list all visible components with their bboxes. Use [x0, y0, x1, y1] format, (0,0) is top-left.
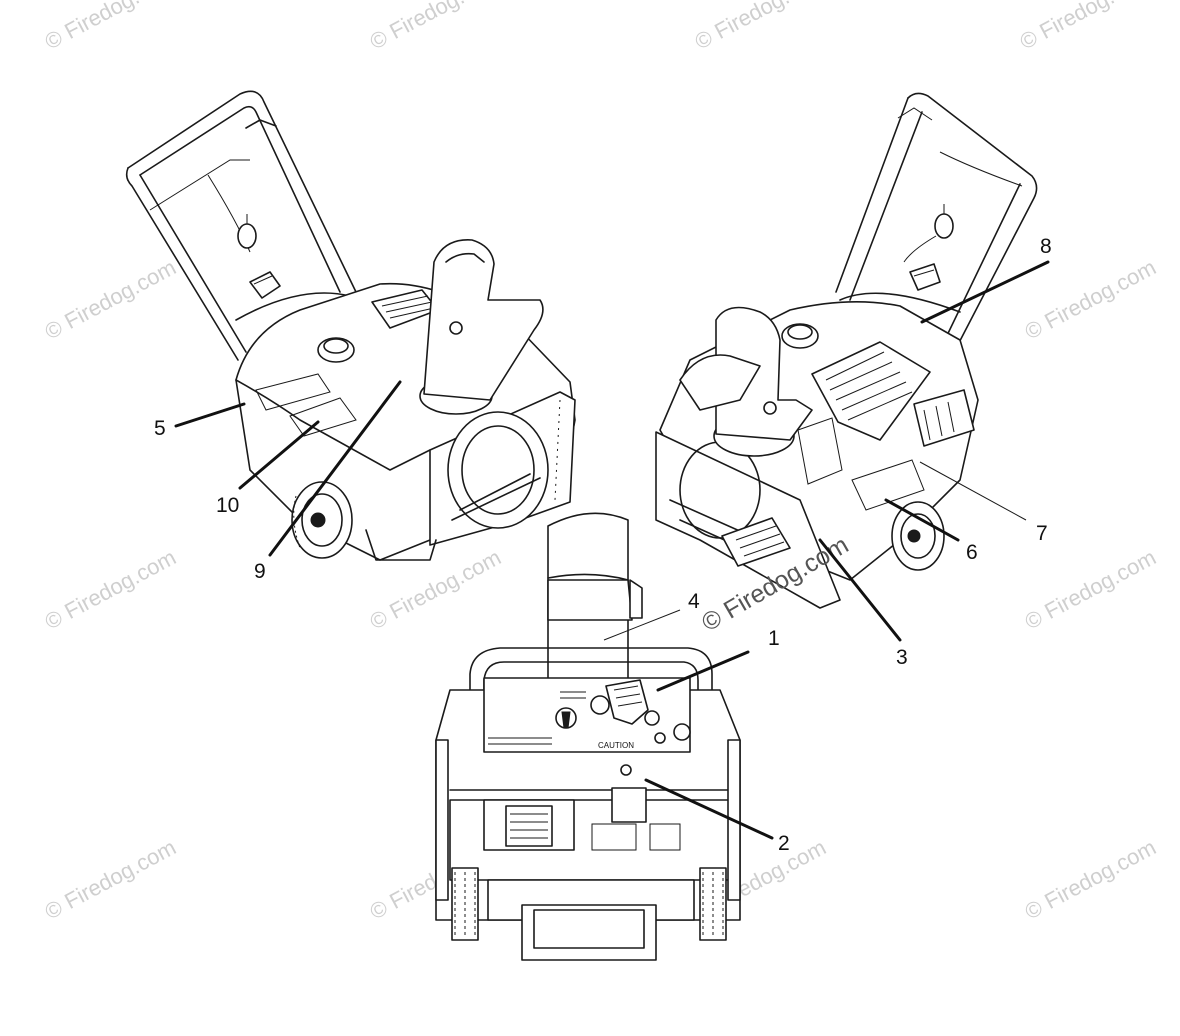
watermark: © Firedog.com	[691, 0, 830, 54]
watermark: © Firedog.com	[41, 254, 180, 344]
snowblower-left-view	[125, 90, 576, 561]
callout-2: 2	[778, 832, 790, 855]
callout-10: 10	[216, 494, 239, 517]
leader-6	[884, 498, 960, 542]
leader-1	[656, 650, 750, 692]
snowblower-right-view	[655, 92, 1038, 609]
callout-6: 6	[966, 541, 978, 564]
callout-labels: 1 2 3 4 5 6 7 8 9 10	[154, 235, 1052, 855]
callout-5: 5	[154, 417, 166, 440]
leader-9	[268, 380, 402, 557]
leader-8	[920, 260, 1050, 324]
watermark: © Firedog.com	[41, 834, 180, 924]
watermark: © Firedog.com	[1021, 834, 1160, 924]
callout-8: 8	[1040, 235, 1052, 258]
leader-7	[919, 461, 1027, 521]
watermark: © Firedog.com	[366, 0, 505, 54]
callout-1: 1	[768, 627, 780, 650]
watermark: © Firedog.com	[41, 0, 180, 54]
leader-4	[603, 609, 681, 641]
callout-4: 4	[688, 590, 700, 613]
callout-9: 9	[254, 560, 266, 583]
leader-10	[238, 420, 320, 490]
leader-lines	[174, 260, 1050, 840]
callout-7: 7	[1036, 522, 1048, 545]
caution-label: CAUTION	[598, 741, 634, 750]
watermark: © Firedog.com	[1016, 0, 1155, 54]
watermark: © Firedog.com	[1021, 544, 1160, 634]
watermark: © Firedog.com	[1021, 254, 1160, 344]
watermark: © Firedog.com	[41, 544, 180, 634]
leader-5	[174, 402, 246, 428]
leader-2	[644, 778, 774, 840]
callout-3: 3	[896, 646, 908, 669]
snowblower-rear-view: CAUTION	[435, 512, 741, 961]
leader-3	[818, 538, 902, 642]
